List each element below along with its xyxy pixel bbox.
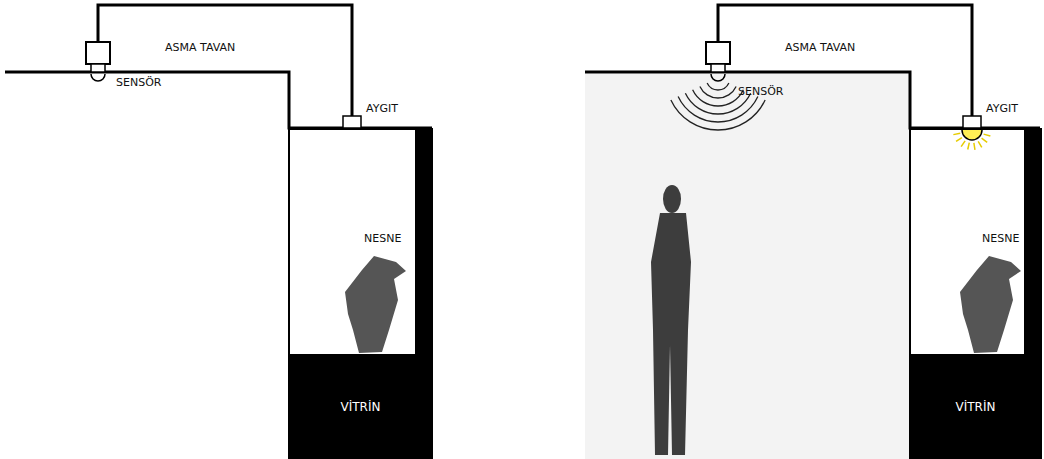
part-label: SENSÖR xyxy=(738,86,783,98)
object-shape xyxy=(345,256,406,353)
vitrine-base: VİTRİN xyxy=(909,355,1042,459)
person-head xyxy=(663,185,681,213)
object-shape xyxy=(960,256,1021,353)
part-label: NESNE xyxy=(364,233,401,245)
sensor-box xyxy=(706,42,730,64)
part-label: ASMA TAVAN xyxy=(165,42,235,54)
wave-arc xyxy=(678,97,758,122)
sensor-dome xyxy=(711,74,725,81)
vitrine-case xyxy=(289,129,432,355)
ceiling-line xyxy=(5,72,432,128)
sensor-box xyxy=(86,42,110,64)
light-ray xyxy=(961,141,965,147)
wave-arc xyxy=(671,100,765,130)
light-ray xyxy=(984,134,991,136)
wire xyxy=(98,5,352,116)
vitrine-side xyxy=(1024,128,1042,356)
device-body xyxy=(343,116,361,128)
ceiling-line xyxy=(585,72,1040,128)
device-body xyxy=(963,116,981,128)
wave-arc xyxy=(693,90,744,106)
part-label: ASMA TAVAN xyxy=(785,42,855,54)
vitrine-base: VİTRİN xyxy=(288,355,433,459)
vitrine-label: VİTRİN xyxy=(341,400,381,414)
wave-arc xyxy=(700,86,736,98)
vitrine-case xyxy=(910,129,1040,355)
sensor-base xyxy=(91,64,105,72)
sensor-dome xyxy=(91,74,105,81)
light-ray xyxy=(953,133,960,134)
light-ray xyxy=(968,143,970,150)
part-label: AYGIT xyxy=(366,103,398,115)
part-label: SENSÖR xyxy=(116,77,161,89)
part-label: AYGIT xyxy=(986,103,1018,115)
light-ray xyxy=(956,138,962,142)
room-ground xyxy=(585,74,910,459)
wave-arc xyxy=(707,83,729,90)
part-label: NESNE xyxy=(982,233,1019,245)
device-dome-lit xyxy=(962,130,982,140)
light-ray xyxy=(982,138,988,142)
vitrine-side xyxy=(415,128,433,356)
light-ray xyxy=(978,141,982,147)
person-body xyxy=(651,213,691,455)
left-panel xyxy=(5,5,433,356)
light-ray xyxy=(974,143,975,150)
vitrine-label: VİTRİN xyxy=(956,400,996,414)
sensor-base xyxy=(711,64,725,72)
